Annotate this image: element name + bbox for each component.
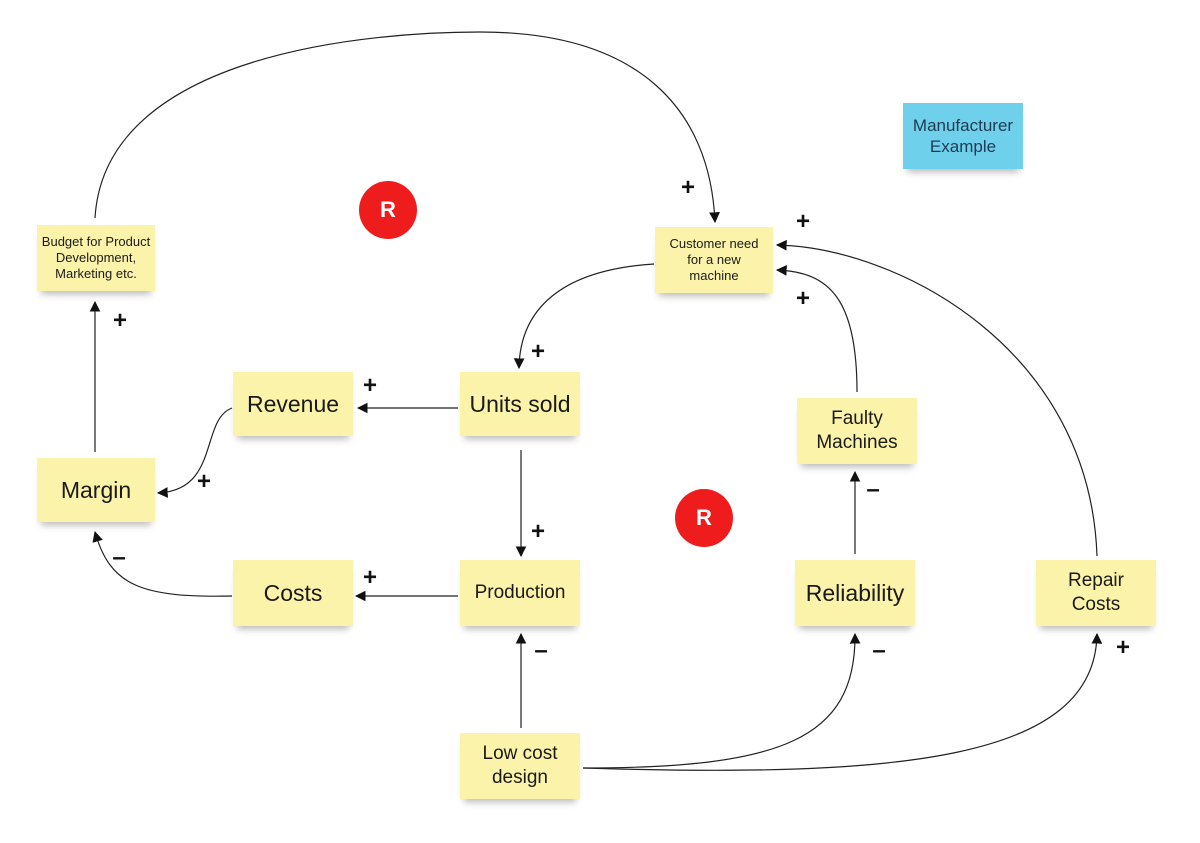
polarity-sign: – [534, 637, 548, 664]
title-note[interactable]: Manufacturer Example [903, 103, 1023, 169]
node-faulty-machines[interactable]: Faulty Machines [797, 398, 917, 464]
polarity-sign: + [530, 518, 546, 545]
polarity-sign: + [112, 307, 128, 334]
link-costs-to-margin [92, 530, 233, 597]
node-margin[interactable]: Margin [37, 458, 155, 522]
link-repair-to-customer [775, 239, 1098, 557]
polarity-sign: – [872, 637, 886, 664]
polarity-sign: + [1115, 634, 1131, 661]
polarity-sign: – [866, 476, 880, 503]
polarity-sign: + [795, 208, 811, 235]
link-budget-to-customer [94, 31, 720, 224]
polarity-sign: + [795, 285, 811, 312]
polarity-sign: + [530, 338, 546, 365]
node-reliability[interactable]: Reliability [795, 560, 915, 626]
polarity-sign: – [112, 544, 126, 571]
reinforcing-loop-badge-bottom: R [675, 489, 733, 547]
node-revenue[interactable]: Revenue [233, 372, 353, 436]
node-customer-need[interactable]: Customer need for a new machine [655, 227, 773, 293]
link-revenue-to-margin [156, 407, 233, 498]
reinforcing-loop-badge-top: R [359, 181, 417, 239]
polarity-sign: + [196, 468, 212, 495]
polarity-sign: + [362, 564, 378, 591]
link-lowcost-to-repair [582, 632, 1103, 771]
polarity-sign: + [680, 174, 696, 201]
node-low-cost-design[interactable]: Low cost design [460, 733, 580, 799]
node-costs[interactable]: Costs [233, 560, 353, 626]
node-units-sold[interactable]: Units sold [460, 372, 580, 436]
link-customer-to-units [513, 263, 655, 370]
node-budget[interactable]: Budget for Product Development, Marketin… [37, 225, 155, 291]
link-faulty-to-customer [775, 264, 858, 393]
node-production[interactable]: Production [460, 560, 580, 626]
node-repair-costs[interactable]: Repair Costs [1036, 560, 1156, 626]
link-lowcost-to-reliability [582, 632, 861, 769]
polarity-sign: + [362, 372, 378, 399]
